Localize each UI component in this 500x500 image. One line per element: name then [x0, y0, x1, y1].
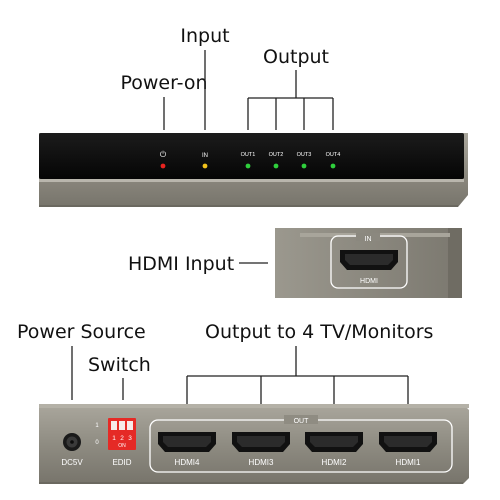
hdmi2-label: HDMI2 — [322, 458, 347, 467]
out3-led — [301, 163, 307, 169]
output-to-tvs-label: Output to 4 TV/Monitors — [205, 321, 433, 343]
hdmi4-output-port[interactable] — [158, 432, 216, 452]
out3-indicator-label: OUT3 — [297, 152, 312, 158]
dip-mark-0: 0 — [95, 440, 99, 446]
hdmi3-label: HDMI3 — [249, 458, 274, 467]
front-device — [39, 133, 468, 207]
out2-led — [273, 163, 279, 169]
dip-number-1: 1 — [112, 435, 116, 442]
hdmi1-output-port[interactable] — [379, 432, 437, 452]
edid-label: EDID — [112, 458, 131, 467]
hdmi2-output-port[interactable] — [305, 432, 363, 452]
hdmi-input-port[interactable] — [340, 250, 398, 270]
hdmi3-output-port[interactable] — [232, 432, 290, 452]
hdmi-input-label: HDMI Input — [128, 253, 234, 275]
out1-indicator-label: OUT1 — [241, 152, 256, 158]
dip-on-label: ON — [118, 443, 126, 449]
dip-number-3: 3 — [128, 435, 132, 442]
dc-power-jack[interactable] — [63, 433, 81, 451]
dip-number-2: 2 — [120, 435, 124, 442]
out-frame-label: OUT — [294, 418, 310, 425]
front-leader-lines — [163, 50, 334, 130]
front-black-panel — [39, 133, 464, 179]
hdmi4-label: HDMI4 — [175, 458, 200, 467]
out1-led — [245, 163, 251, 169]
edid-dip-switch[interactable] — [108, 418, 136, 450]
input-label: Input — [180, 25, 229, 47]
power-source-label: Power Source — [17, 321, 146, 343]
side-port-label: HDMI — [360, 278, 378, 285]
power-on-label: Power-on — [120, 72, 207, 94]
hdmi1-label: HDMI1 — [396, 458, 421, 467]
dc5v-label: DC5V — [61, 458, 83, 467]
power-icon: ⏻ — [160, 150, 167, 159]
dip-mark-1: 1 — [95, 423, 99, 429]
in-indicator-label: IN — [202, 153, 208, 159]
out2-indicator-label: OUT2 — [269, 152, 284, 158]
switch-label: Switch — [88, 354, 151, 376]
out4-indicator-label: OUT4 — [326, 152, 341, 158]
input-led — [202, 163, 208, 169]
side-in-label: IN — [365, 236, 372, 243]
output-label: Output — [263, 46, 329, 68]
out4-led — [330, 163, 336, 169]
power-led — [160, 163, 166, 169]
